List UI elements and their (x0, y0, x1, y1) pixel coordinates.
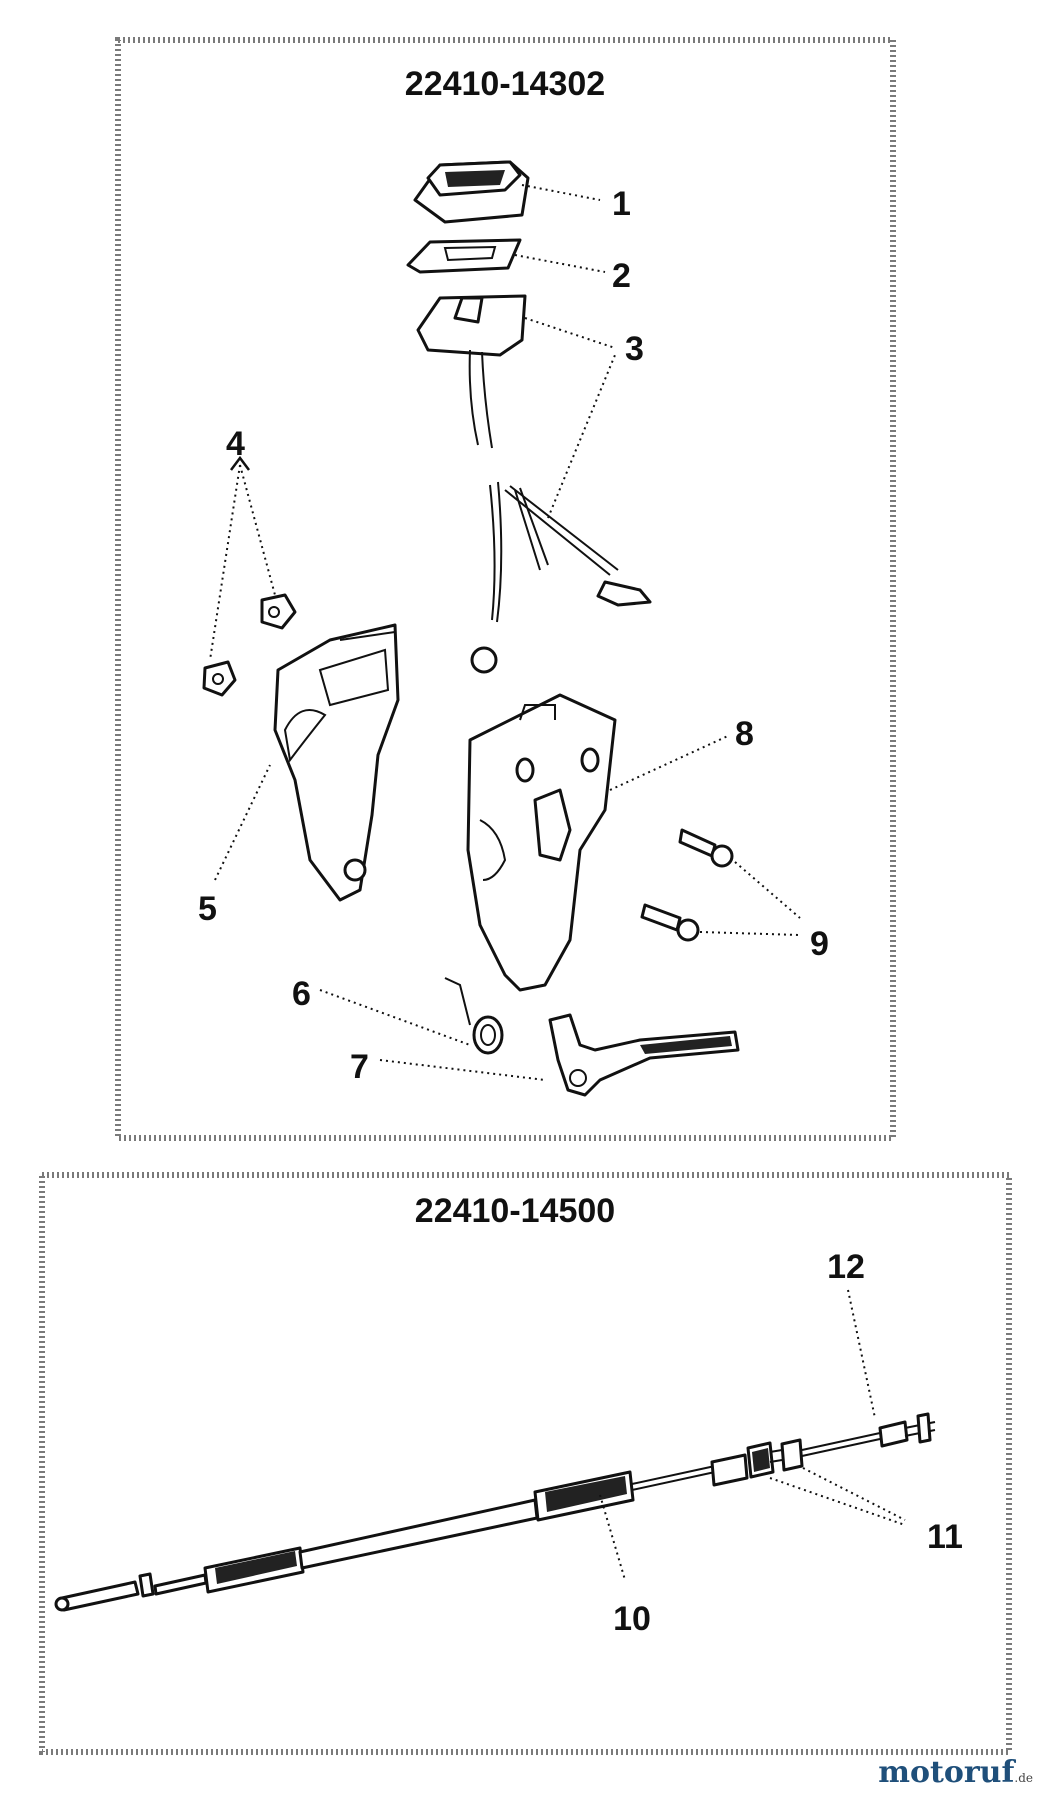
callout-8: 8 (735, 715, 754, 753)
part-8-housing-right (466, 693, 617, 992)
panel-upper-part-number: 22410-14302 (405, 65, 605, 103)
part-12-cable-end (801, 1412, 936, 1457)
part-2-gasket (406, 238, 522, 274)
callout-4: 4 (226, 425, 245, 463)
leader-4b (239, 464, 276, 596)
part-6-spring (444, 977, 504, 1055)
part-4-nuts (202, 593, 297, 697)
callout-9: 9 (810, 925, 829, 963)
callout-7: 7 (350, 1048, 369, 1086)
panel-lower: 22410-14500 (39, 1172, 1012, 1755)
leader-6 (319, 989, 471, 1046)
leader-3b (547, 354, 616, 519)
leader-11b (802, 1467, 906, 1521)
callout-2: 2 (612, 257, 631, 295)
leader-8 (609, 734, 731, 791)
callout-5: 5 (198, 890, 217, 928)
callout-10: 10 (613, 1600, 651, 1638)
watermark-brand: motoruf (878, 1755, 1015, 1790)
part-3-switch-harness (416, 294, 652, 674)
watermark-suffix: .de (1014, 1771, 1033, 1785)
leader-1 (521, 184, 601, 201)
callout-12: 12 (827, 1248, 865, 1286)
part-5-housing-left (273, 623, 400, 902)
panel-lower-part-number: 22410-14500 (415, 1192, 615, 1230)
leader-11a (769, 1477, 906, 1526)
leader-10 (599, 1494, 626, 1581)
panel-upper-border (115, 37, 896, 1141)
leader-9b (699, 931, 801, 936)
leader-9a (734, 861, 801, 919)
callout-1: 1 (612, 185, 631, 223)
leader-4-arrow (230, 455, 250, 471)
callout-6: 6 (292, 975, 311, 1013)
callout-3: 3 (625, 330, 644, 368)
panel-upper: 22410-14302 (115, 37, 896, 1141)
part-1-switch-cap (413, 160, 530, 224)
leader-2 (514, 254, 606, 273)
part-11-adjuster-nuts (710, 1438, 804, 1487)
leader-4a (209, 464, 241, 661)
leader-5 (214, 764, 271, 881)
leader-12 (847, 1289, 876, 1419)
leader-3a (524, 317, 616, 349)
watermark-logo: motoruf.de (878, 1755, 1033, 1790)
part-10-cable (54, 1465, 716, 1612)
part-9-screws (640, 828, 734, 942)
part-7-lever (548, 1013, 740, 1097)
panel-lower-border (39, 1172, 1012, 1755)
callout-11: 11 (927, 1518, 963, 1556)
leader-7 (379, 1059, 546, 1081)
